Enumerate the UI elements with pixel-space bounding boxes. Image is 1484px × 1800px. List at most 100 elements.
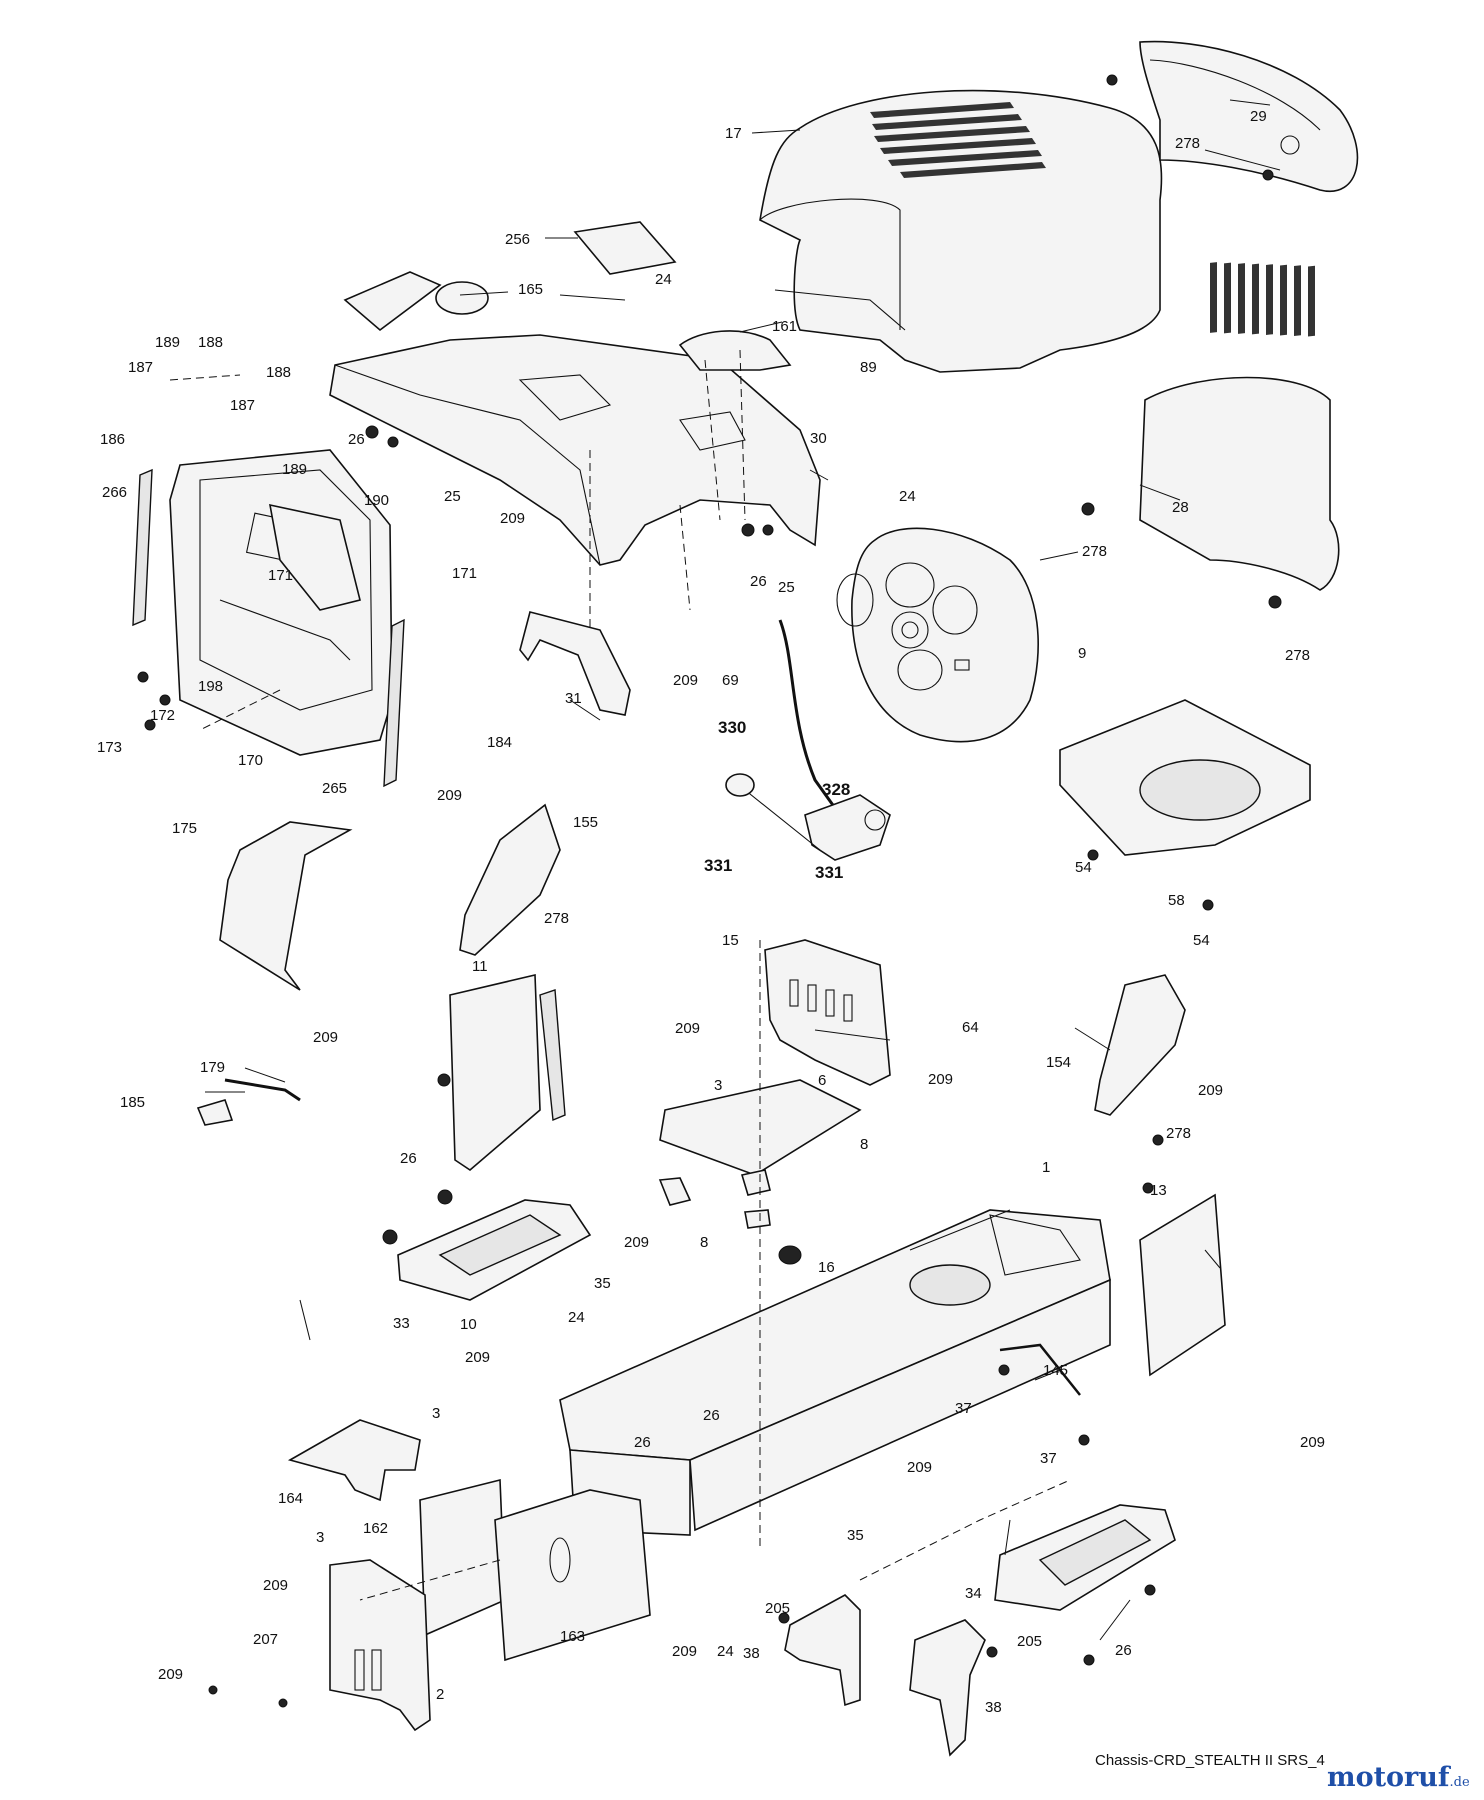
callout-37: 37 bbox=[955, 1400, 972, 1417]
callout-35: 35 bbox=[594, 1275, 611, 1292]
plate-part-163 bbox=[494, 1489, 651, 1662]
callout-187: 187 bbox=[230, 397, 255, 414]
bracket-part-190 bbox=[268, 503, 361, 611]
callout-69: 69 bbox=[722, 672, 739, 689]
leader-lines bbox=[205, 99, 1281, 1641]
callout-164: 164 bbox=[278, 1490, 303, 1507]
callout-31: 31 bbox=[565, 690, 582, 707]
cover-part-256 bbox=[573, 221, 677, 275]
callout-155: 155 bbox=[573, 814, 598, 831]
callout-3: 3 bbox=[316, 1529, 324, 1546]
grille-part-28 bbox=[1139, 262, 1340, 591]
callout-26: 26 bbox=[400, 1150, 417, 1167]
hood-part-17 bbox=[759, 89, 1163, 373]
callout-209: 209 bbox=[928, 1071, 953, 1088]
bracket-part-2 bbox=[329, 1559, 431, 1732]
callout-154: 154 bbox=[1046, 1054, 1071, 1071]
callout-6: 6 bbox=[818, 1072, 826, 1089]
callout-209: 209 bbox=[624, 1234, 649, 1251]
callout-330: 330 bbox=[718, 718, 746, 737]
plate-part-11 bbox=[449, 973, 566, 1172]
callout-171: 171 bbox=[268, 567, 293, 584]
bracket-part-38a bbox=[784, 1594, 861, 1707]
mount-part-155 bbox=[459, 803, 561, 956]
side-grille-slots bbox=[1210, 262, 1315, 337]
callout-162: 162 bbox=[363, 1520, 388, 1537]
callout-209: 209 bbox=[907, 1459, 932, 1476]
diagram-caption: Chassis-CRD_STEALTH II SRS_4 bbox=[1095, 1752, 1325, 1769]
callout-24: 24 bbox=[899, 488, 916, 505]
callout-26: 26 bbox=[750, 573, 767, 590]
callout-163: 163 bbox=[560, 1628, 585, 1645]
callout-209: 209 bbox=[465, 1349, 490, 1366]
callout-64: 64 bbox=[962, 1019, 979, 1036]
callout-29: 29 bbox=[1250, 108, 1267, 125]
footrest-part-34 bbox=[994, 1504, 1176, 1611]
callout-175: 175 bbox=[172, 820, 197, 837]
callout-209: 209 bbox=[500, 510, 525, 527]
callout-9: 9 bbox=[1078, 645, 1086, 662]
callout-8: 8 bbox=[700, 1234, 708, 1251]
bushing-part-16 bbox=[778, 1245, 802, 1265]
callout-209: 209 bbox=[1300, 1434, 1325, 1451]
rail-part-265 bbox=[383, 618, 405, 788]
callout-278: 278 bbox=[1285, 647, 1310, 664]
throttle-assembly-part-328 bbox=[725, 619, 891, 861]
callout-26: 26 bbox=[634, 1434, 651, 1451]
callout-38: 38 bbox=[743, 1645, 760, 1662]
hood-vents bbox=[870, 102, 1046, 178]
callout-265: 265 bbox=[322, 780, 347, 797]
callout-26: 26 bbox=[703, 1407, 720, 1424]
callout-209: 209 bbox=[158, 1666, 183, 1683]
callout-328: 328 bbox=[822, 780, 850, 799]
callout-54: 54 bbox=[1075, 859, 1092, 876]
dashboard-part-9 bbox=[836, 527, 1039, 743]
lever-part-179 bbox=[196, 1078, 301, 1126]
callout-38: 38 bbox=[985, 1699, 1002, 1716]
callout-89: 89 bbox=[860, 359, 877, 376]
rod-part-145 bbox=[999, 1343, 1081, 1396]
callout-labels: 17 29 278 256 165 24 161 89 189 188 187 … bbox=[97, 108, 1325, 1716]
callout-186: 186 bbox=[100, 431, 125, 448]
callout-205: 205 bbox=[765, 1600, 790, 1617]
callout-188: 188 bbox=[198, 334, 223, 351]
rail-part-266 bbox=[132, 468, 153, 627]
bracket-part-64 bbox=[764, 939, 891, 1086]
callout-278: 278 bbox=[1166, 1125, 1191, 1142]
callout-278: 278 bbox=[1082, 543, 1107, 560]
brand-logo[interactable]: motoruf.de bbox=[1327, 1762, 1470, 1793]
callout-188: 188 bbox=[266, 364, 291, 381]
callout-54: 54 bbox=[1193, 932, 1210, 949]
callout-2: 2 bbox=[436, 1686, 444, 1703]
brand-name: motoruf bbox=[1327, 1762, 1450, 1793]
callout-189: 189 bbox=[282, 461, 307, 478]
callout-30: 30 bbox=[810, 430, 827, 447]
callout-209: 209 bbox=[263, 1577, 288, 1594]
plate-part-162 bbox=[419, 1478, 506, 1637]
callout-1: 1 bbox=[1042, 1159, 1050, 1176]
callout-170: 170 bbox=[238, 752, 263, 769]
grille-part-29 bbox=[1139, 40, 1359, 193]
callout-185: 185 bbox=[120, 1094, 145, 1111]
callout-25: 25 bbox=[778, 579, 795, 596]
callout-28: 28 bbox=[1172, 499, 1189, 516]
callout-207: 207 bbox=[253, 1631, 278, 1648]
callout-209: 209 bbox=[1198, 1082, 1223, 1099]
hardware bbox=[137, 74, 1282, 1708]
callout-184: 184 bbox=[487, 734, 512, 751]
callout-278: 278 bbox=[544, 910, 569, 927]
footrest-part-33 bbox=[397, 1199, 592, 1301]
callout-26: 26 bbox=[348, 431, 365, 448]
assembly-lines bbox=[169, 349, 1071, 1601]
callout-209: 209 bbox=[672, 1643, 697, 1660]
mount-part-154 bbox=[1094, 974, 1186, 1116]
plate-part-13 bbox=[1139, 1193, 1226, 1377]
callout-26: 26 bbox=[1115, 1642, 1132, 1659]
bracket-part-164 bbox=[287, 1419, 421, 1502]
frame-part-1 bbox=[559, 1209, 1111, 1536]
seat-pan-part-58 bbox=[1059, 699, 1311, 856]
callout-256: 256 bbox=[505, 231, 530, 248]
brand-suffix: .de bbox=[1449, 1775, 1470, 1790]
callout-278: 278 bbox=[1175, 135, 1200, 152]
callout-189: 189 bbox=[155, 334, 180, 351]
